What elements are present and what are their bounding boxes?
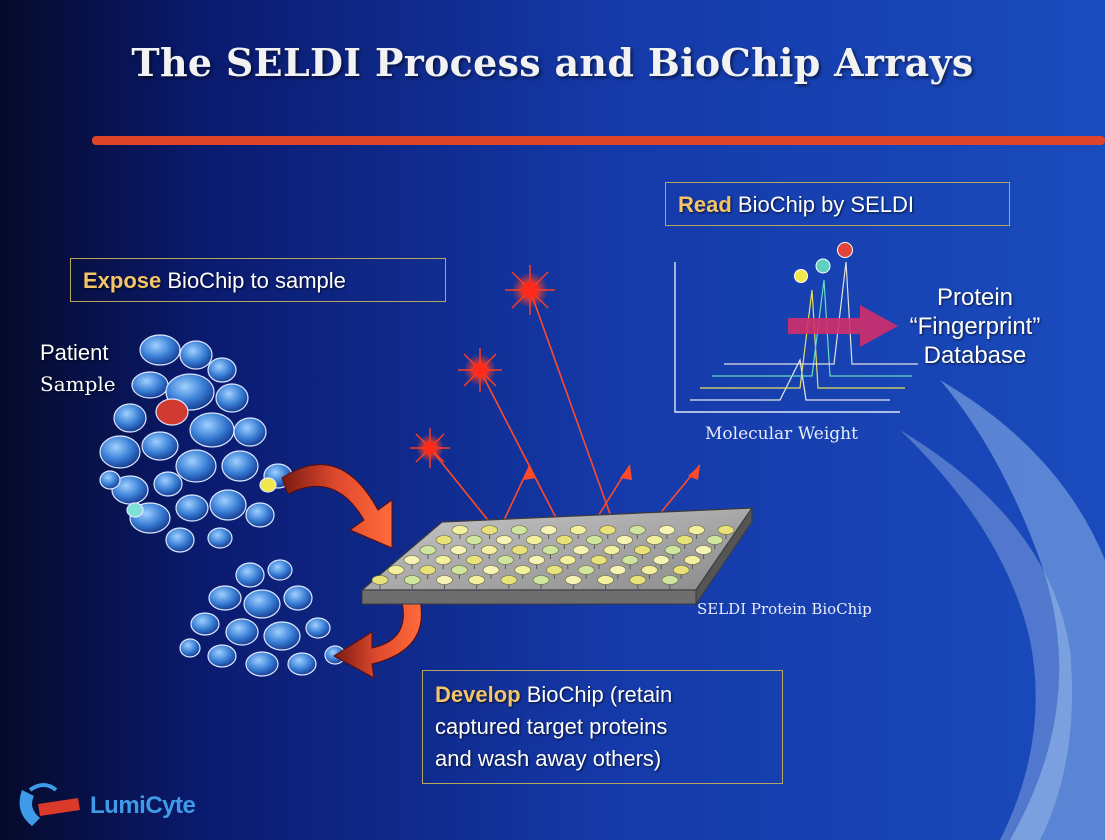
biochip-spot [664, 545, 682, 555]
biochip-spot [684, 555, 701, 565]
read-text: BioChip by SELDI [731, 192, 914, 217]
biochip-spot [495, 535, 513, 545]
read-keyword: Read [678, 192, 732, 217]
biochip-spot [451, 565, 468, 575]
curved-arrow-icon [333, 599, 422, 679]
biochip-spot [597, 575, 614, 585]
biochip-spot [672, 565, 690, 575]
biochip-spot [435, 535, 453, 545]
read-box: Read BioChip by SELDI [665, 182, 1010, 226]
biochip-spot [688, 525, 705, 535]
sample-label: Sample [40, 372, 116, 396]
biochip-spot [603, 545, 621, 555]
biochip-spot [634, 545, 651, 555]
biochip-spot [387, 565, 405, 575]
title-underline [92, 136, 1105, 145]
biochip-spot [532, 575, 550, 585]
biochip-spot [468, 575, 485, 585]
develop-text-1: BioChip (retain [520, 682, 673, 707]
database-line-2: “Fingerprint” [909, 313, 1041, 340]
biochip-spot [419, 545, 437, 555]
biochip-spot [661, 575, 679, 585]
biochip-spot [436, 575, 453, 585]
biochip-spot [621, 555, 639, 565]
biochip-spot [497, 555, 514, 565]
axis-label: Molecular Weight [705, 424, 858, 444]
biochip-spot [465, 535, 483, 545]
biochip-spots [371, 525, 735, 589]
expose-text: BioChip to sample [161, 268, 346, 293]
expose-box: Expose BioChip to sample [70, 258, 446, 302]
biochip-spot [482, 565, 500, 575]
biochip-spot [695, 545, 712, 555]
biochip-spot [676, 535, 694, 545]
develop-line-3: and wash away others) [435, 746, 662, 771]
biochip-spot [546, 565, 563, 575]
biochip-spot [629, 525, 646, 535]
database-label: Protein “Fingerprint” Database [880, 283, 1070, 370]
cell-cluster-icon [99, 334, 293, 553]
biochip-spot [559, 555, 577, 565]
develop-keyword: Develop [435, 682, 521, 707]
biochip-spot [569, 525, 587, 535]
biochip-spot [510, 525, 528, 535]
biochip-spot [646, 535, 663, 545]
logo-text: LumiCyte [90, 792, 196, 819]
biochip-spot [599, 525, 617, 535]
biochip-spot [371, 575, 389, 585]
develop-box: Develop BioChip (retain captured target … [422, 670, 783, 784]
expose-keyword: Expose [83, 268, 162, 293]
develop-line-2: captured target proteins [435, 714, 668, 739]
biochip-spot [540, 525, 557, 535]
biochip-spot [403, 575, 421, 585]
biochip-spot [514, 565, 532, 575]
develop-line-1: Develop BioChip (retain [435, 679, 770, 711]
database-line-3: Database [923, 342, 1027, 369]
biochip-spot [528, 555, 545, 565]
laser-star-icon [458, 348, 502, 392]
biochip-spot [481, 525, 498, 535]
biochip-spot [480, 545, 498, 555]
biochip-spot [717, 525, 735, 535]
biochip-spot [658, 525, 676, 535]
biochip-spot [451, 525, 469, 535]
database-line-1: Protein [936, 284, 1014, 311]
biochip-spot [403, 555, 421, 565]
biochip-spot [525, 535, 543, 545]
biochip-spot [572, 545, 590, 555]
biochip-spot [577, 565, 595, 575]
biochip-spot [434, 555, 452, 565]
biochip-spot [641, 565, 658, 575]
biochip-spot [542, 545, 559, 555]
biochip-spot [466, 555, 483, 565]
biochip-spot [500, 575, 518, 585]
biochip-spot [629, 575, 647, 585]
biochip-spot [419, 565, 436, 575]
curved-arrow-icon [281, 464, 393, 549]
laser-arrowheads [524, 465, 700, 480]
biochip-icon [360, 506, 754, 606]
laser-star-icon [505, 265, 555, 315]
laser-star-icon [410, 428, 450, 468]
biochip-spot [511, 545, 529, 555]
washed-cell-cluster-icon [179, 559, 346, 677]
spectrum-peaks-icon [674, 242, 918, 413]
biochip-spot [450, 545, 467, 555]
biochip-spot [652, 555, 670, 565]
biochip-spot [609, 565, 627, 575]
patient-label: Patient [40, 340, 109, 365]
biochip-spot [616, 535, 633, 545]
biochip-spot [565, 575, 582, 585]
chip-label: SELDI Protein BioChip [697, 600, 872, 618]
biochip-spot [590, 555, 608, 565]
biochip-spot [556, 535, 573, 545]
background-swoosh [900, 380, 1105, 840]
slide-title: The SELDI Process and BioChip Arrays [131, 40, 974, 85]
biochip-spot [586, 535, 603, 545]
biochip-spot [706, 535, 724, 545]
lumicyte-logo-icon [19, 783, 80, 826]
